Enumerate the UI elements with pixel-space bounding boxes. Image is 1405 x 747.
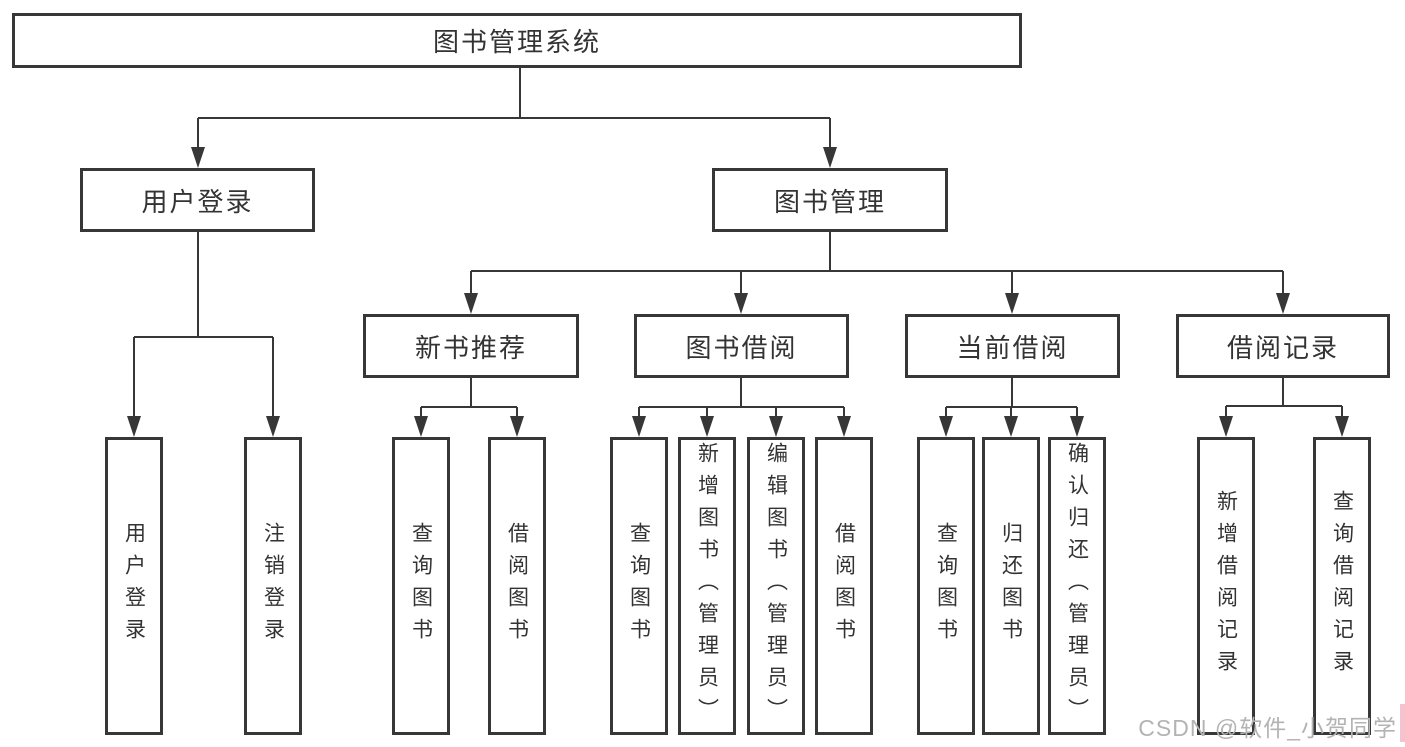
leaf-user-login: 用户登录 xyxy=(105,437,163,735)
leaf-borrow-books-label: 借阅图书 xyxy=(832,522,856,650)
leaf-query-borrow-record-label: 查询借阅记录 xyxy=(1330,490,1354,682)
node-current-borrow: 当前借阅 xyxy=(905,314,1120,378)
leaf-edit-book-admin: 编辑图书（管理员） xyxy=(747,437,805,735)
leaf-return-book-label: 归还图书 xyxy=(999,522,1023,650)
leaf-edit-book-admin-label: 编辑图书（管理员） xyxy=(764,442,788,730)
leaf-add-book-admin: 新增图书（管理员） xyxy=(678,437,736,735)
leaf-query-books-borrow: 查询图书 xyxy=(610,437,668,735)
leaf-query-books-current-label: 查询图书 xyxy=(934,522,958,650)
leaf-confirm-return-admin: 确认归还（管理员） xyxy=(1048,437,1106,735)
leaf-add-borrow-record: 新增借阅记录 xyxy=(1197,437,1255,735)
leaf-borrow-books-recommend: 借阅图书 xyxy=(488,437,546,735)
leaf-logout-label: 注销登录 xyxy=(261,522,285,650)
leaf-logout: 注销登录 xyxy=(244,437,302,735)
node-root: 图书管理系统 xyxy=(12,13,1022,68)
leaf-borrow-books: 借阅图书 xyxy=(815,437,873,735)
leaf-query-books-recommend: 查询图书 xyxy=(392,437,450,735)
leaf-return-book: 归还图书 xyxy=(982,437,1040,735)
leaf-query-books-current: 查询图书 xyxy=(917,437,975,735)
leaf-borrow-books-recommend-label: 借阅图书 xyxy=(505,522,529,650)
leaf-query-borrow-record: 查询借阅记录 xyxy=(1313,437,1371,735)
watermark-text: CSDN @软件_小贺同学 xyxy=(1138,715,1397,741)
node-book-management: 图书管理 xyxy=(712,168,948,232)
leaf-confirm-return-admin-label: 确认归还（管理员） xyxy=(1065,442,1089,730)
leaf-user-login-label: 用户登录 xyxy=(122,522,146,650)
node-new-book-recommend: 新书推荐 xyxy=(363,314,579,378)
leaf-add-book-admin-label: 新增图书（管理员） xyxy=(695,442,719,730)
leaf-query-books-recommend-label: 查询图书 xyxy=(409,522,433,650)
leaf-add-borrow-record-label: 新增借阅记录 xyxy=(1214,490,1238,682)
node-borrow-records: 借阅记录 xyxy=(1176,314,1390,378)
watermark-edge-fragment xyxy=(1400,704,1405,742)
leaf-query-books-borrow-label: 查询图书 xyxy=(627,522,651,650)
node-user-login: 用户登录 xyxy=(80,168,315,232)
node-book-borrow: 图书借阅 xyxy=(634,314,849,378)
